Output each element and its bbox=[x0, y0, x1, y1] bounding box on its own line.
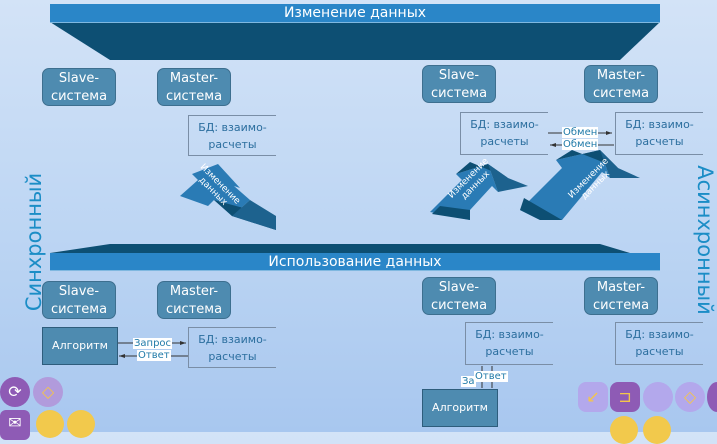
slave-system-async-change: Slave-система bbox=[422, 65, 496, 103]
master-system-sync-use: Master-система bbox=[157, 281, 231, 319]
db-async-slave-change: БД: взаимо-расчеты bbox=[460, 112, 548, 155]
blank-tile-icon bbox=[643, 382, 673, 412]
db-async-master-change: БД: взаимо-расчеты bbox=[615, 112, 703, 155]
diagram-shapes bbox=[50, 22, 660, 388]
master-system-async-use: Master-система bbox=[584, 277, 658, 315]
bottom-banner-shadow bbox=[50, 244, 630, 253]
slave-system-sync-use: Slave-система bbox=[42, 281, 116, 319]
bracket-icon[interactable]: ⊐ bbox=[610, 382, 640, 412]
db-sync-change: БД: взаимо-расчеты bbox=[188, 115, 276, 156]
top-banner-shadow bbox=[50, 22, 660, 60]
db-async-use-slave: БД: взаимо-расчеты bbox=[465, 322, 553, 365]
purple-tile-icon bbox=[707, 382, 717, 412]
master-system-async-change: Master-система bbox=[584, 65, 658, 103]
async-side-label: Асинхронный bbox=[692, 165, 717, 315]
slave-system-sync-change: Slave-система bbox=[42, 68, 116, 106]
db-sync-use: БД: взаимо-расчеты bbox=[188, 327, 276, 368]
diamond-icon-2[interactable]: ◇ bbox=[675, 382, 705, 412]
yellow-circle-icon-3 bbox=[610, 416, 638, 444]
arrow-down-left-icon[interactable]: ↙ bbox=[578, 382, 608, 412]
arrow-change-data-2 bbox=[430, 162, 528, 220]
exchange-label-1: Обмен bbox=[562, 127, 599, 138]
top-banner: Изменение данных bbox=[50, 4, 660, 23]
request-label: Запрос bbox=[133, 338, 173, 349]
bottom-banner: Использование данных bbox=[50, 253, 660, 271]
arrow-change-data-3 bbox=[520, 150, 640, 220]
arrow-change-data-1 bbox=[180, 164, 276, 230]
slave-system-async-use: Slave-система bbox=[422, 277, 496, 315]
db-async-use-master: БД: взаимо-расчеты bbox=[615, 322, 703, 365]
response-label: Ответ bbox=[137, 350, 171, 361]
yellow-circle-icon bbox=[36, 410, 64, 438]
refresh-icon[interactable]: ⟳ bbox=[0, 377, 30, 407]
sync-side-label: Синхронный bbox=[22, 172, 47, 312]
algorithm-async: Алгоритм bbox=[422, 389, 498, 427]
algorithm-sync: Алгоритм bbox=[42, 327, 118, 365]
master-system-sync-change: Master-система bbox=[157, 68, 231, 106]
exchange-label-2: Обмен bbox=[562, 139, 599, 150]
diamond-icon[interactable]: ◇ bbox=[33, 377, 63, 407]
mail-icon[interactable]: ✉ bbox=[0, 410, 30, 440]
request-label-short: За bbox=[461, 376, 476, 387]
yellow-circle-icon-4 bbox=[643, 416, 671, 444]
response-label-2: Ответ bbox=[474, 371, 508, 382]
yellow-circle-icon-2 bbox=[67, 410, 95, 438]
